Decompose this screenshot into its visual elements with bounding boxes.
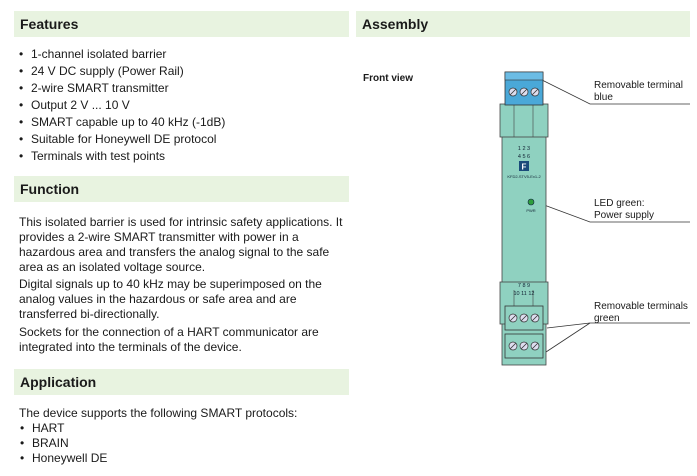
terminal-numbers-top-2: 4 5 6: [518, 154, 530, 160]
application-title: Application: [20, 374, 97, 390]
list-item: BRAIN: [20, 436, 107, 451]
housing-top-rib: [499, 103, 549, 138]
list-item: 2-wire SMART transmitter: [19, 80, 225, 97]
green-terminal-upper-screws: [508, 313, 540, 323]
application-header: Application: [14, 369, 349, 395]
terminal-numbers-bottom-1: 7 8 9: [518, 283, 530, 289]
features-title: Features: [20, 16, 79, 32]
application-intro: The device supports the following SMART …: [19, 406, 298, 420]
features-header: Features: [14, 11, 349, 37]
list-item: Suitable for Honeywell DE protocol: [19, 131, 225, 148]
list-item: Output 2 V ... 10 V: [19, 97, 225, 114]
led-label: PWR: [526, 208, 535, 213]
green-terminal-lower-screws: [508, 341, 540, 351]
brand-logo-letter: F: [522, 163, 527, 172]
terminal-numbers-top-1: 1 2 3: [518, 146, 530, 152]
blue-terminal-screws: [508, 87, 540, 97]
list-item: SMART capable up to 40 kHz (-1dB): [19, 114, 225, 131]
function-paragraph-3: Sockets for the connection of a HART com…: [19, 325, 319, 354]
assembly-header: Assembly: [356, 11, 690, 37]
features-list: 1-channel isolated barrier 24 V DC suppl…: [19, 46, 225, 165]
housing-bottom-rib: [499, 281, 549, 325]
callout-blue-terminal-line2: blue: [594, 92, 613, 103]
callout-line-green-2: [545, 322, 591, 353]
function-paragraph-2: Digital signals up to 40 kHz may be supe…: [19, 277, 322, 321]
list-item: Terminals with test points: [19, 148, 225, 165]
callout-green-terminals-line2: green: [594, 313, 620, 324]
led-icon: [527, 198, 535, 206]
front-view-label: Front view: [363, 73, 414, 84]
assembly-title: Assembly: [362, 16, 429, 32]
green-terminal-lower: [504, 333, 544, 359]
list-item: 1-channel isolated barrier: [19, 46, 225, 63]
function-header: Function: [14, 176, 349, 202]
callout-blue-terminal-line1: Removable terminal: [594, 80, 683, 91]
green-terminal-upper: [504, 305, 544, 331]
blue-terminal: [504, 71, 544, 106]
terminal-numbers-bottom-2: 10 11 12: [513, 291, 534, 297]
function-paragraph-1: This isolated barrier is used for intrin…: [19, 215, 343, 274]
application-list: HART BRAIN Honeywell DE: [20, 421, 107, 466]
housing: [501, 104, 547, 366]
callout-led-line1: LED green:: [594, 198, 645, 209]
brand-logo-icon: [519, 161, 529, 171]
function-title: Function: [20, 181, 80, 197]
callout-green-terminals-line1: Removable terminals: [594, 301, 688, 312]
list-item: Honeywell DE: [20, 451, 107, 466]
list-item: 24 V DC supply (Power Rail): [19, 63, 225, 80]
list-item: HART: [20, 421, 107, 436]
callout-led-line2: Power supply: [594, 210, 655, 221]
model-label: KFD2-STV5-Ex1-2: [507, 174, 541, 179]
